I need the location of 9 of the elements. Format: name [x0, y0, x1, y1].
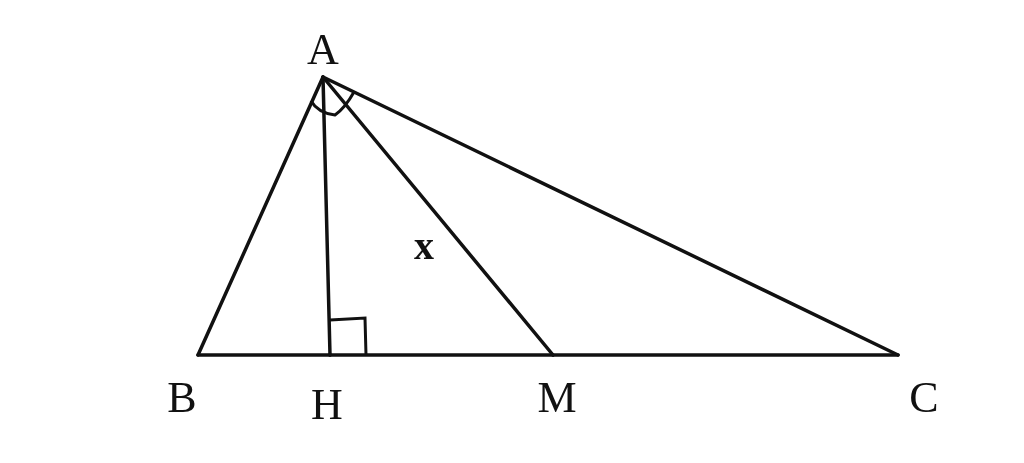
- vertex-label: C: [909, 378, 939, 418]
- vertex-label: H: [311, 385, 343, 425]
- vertex-label: M: [537, 378, 577, 418]
- line-segment: [196, 353, 332, 357]
- vertex-label: B: [167, 378, 197, 418]
- vertex-label: A: [307, 30, 339, 70]
- line-segment: [328, 353, 555, 357]
- line-segment: [551, 353, 900, 357]
- edge-label: x: [414, 231, 434, 261]
